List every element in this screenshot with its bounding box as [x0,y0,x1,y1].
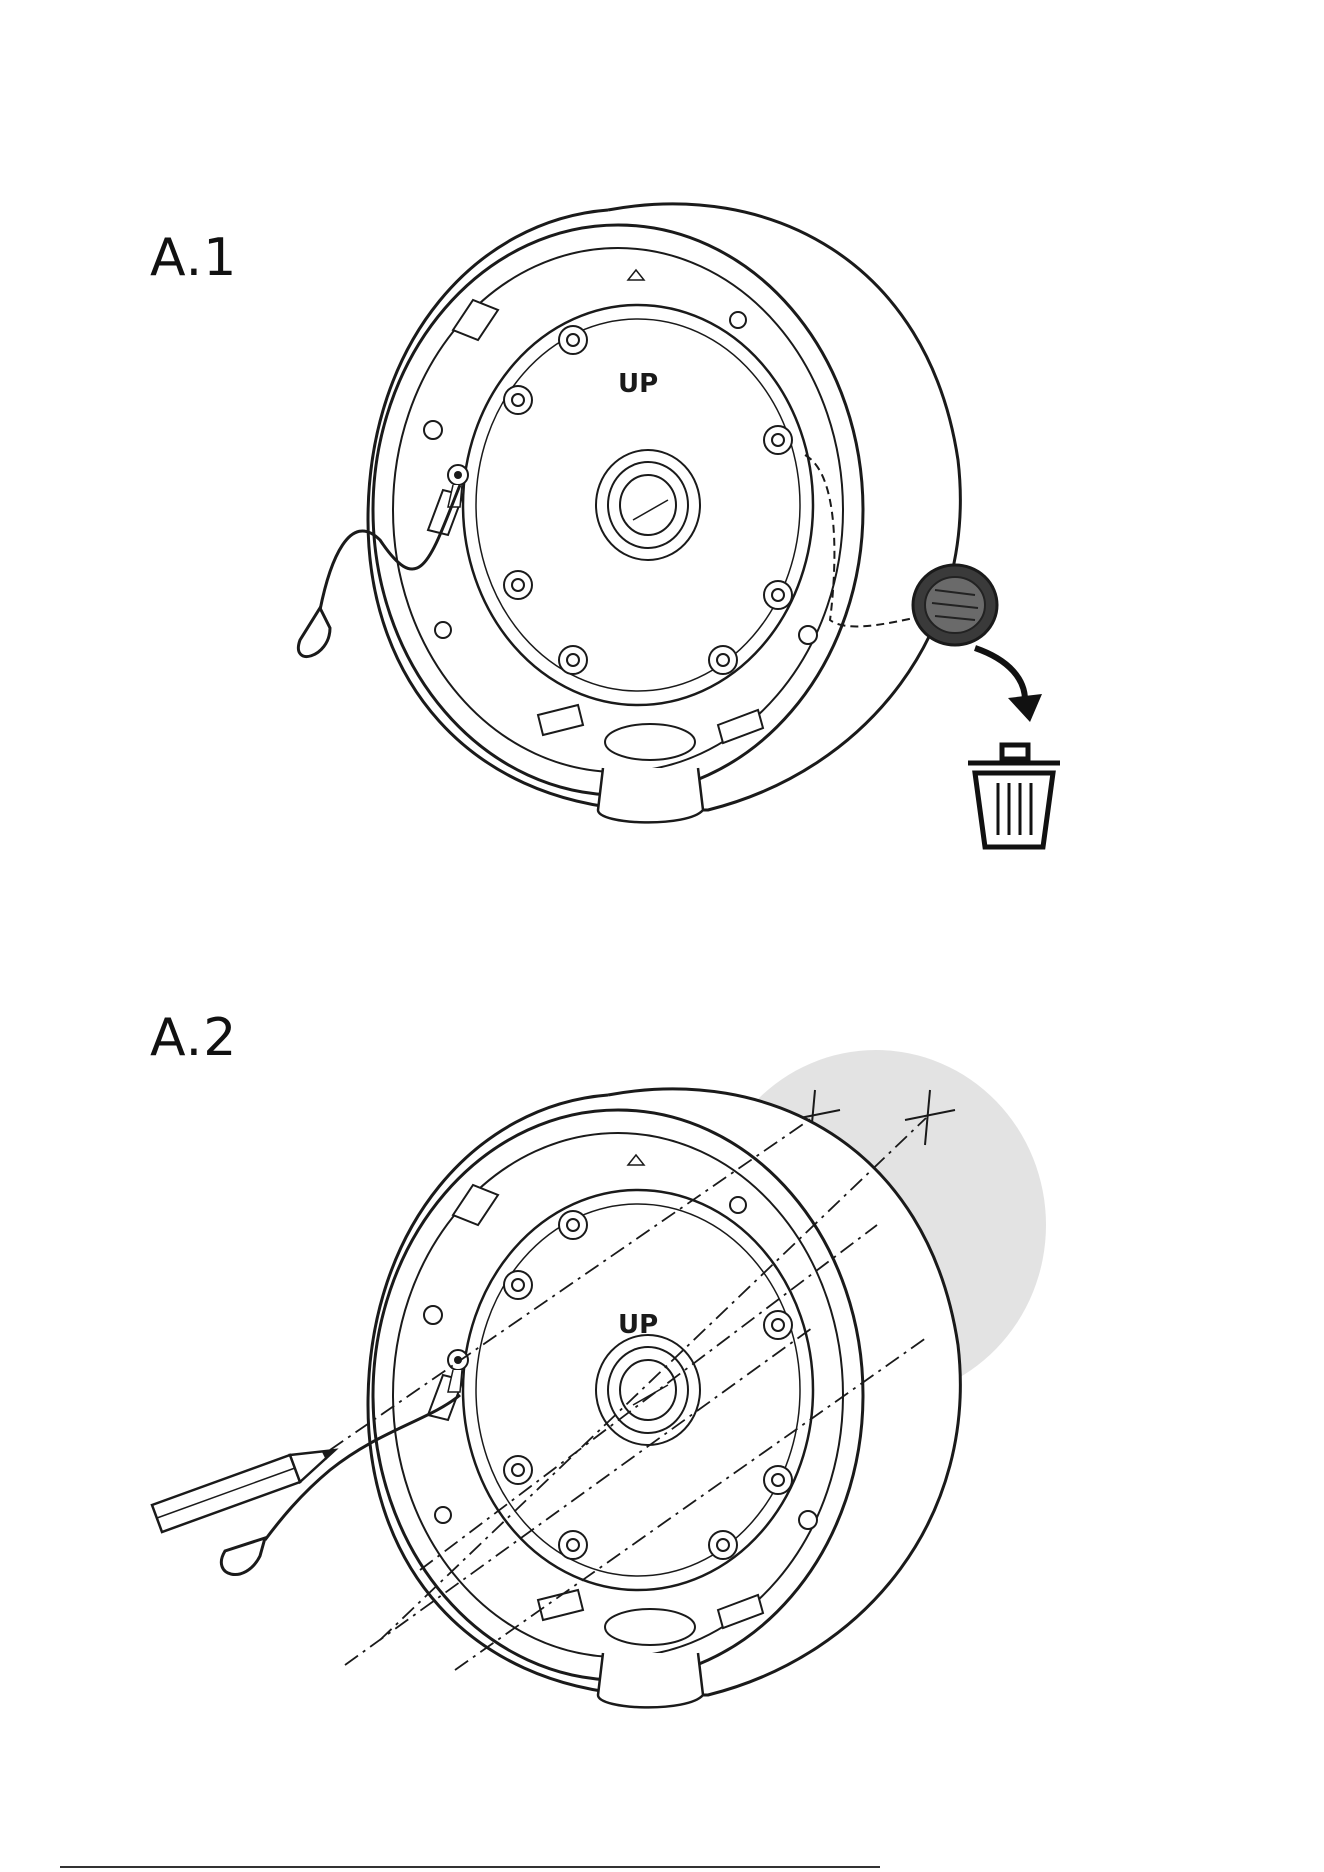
trash-can-icon [968,745,1060,847]
sealing-plug-icon [913,565,997,645]
up-marker-a1: UP [618,369,658,399]
up-marker-a2: UP [618,1310,658,1340]
footer-rule [60,1866,880,1868]
safety-wire-loop-a2 [221,1538,265,1575]
junction-box-a1: UP [368,204,960,823]
curved-arrow-down-icon [975,648,1042,722]
safety-wire-loop-a1 [298,608,330,657]
